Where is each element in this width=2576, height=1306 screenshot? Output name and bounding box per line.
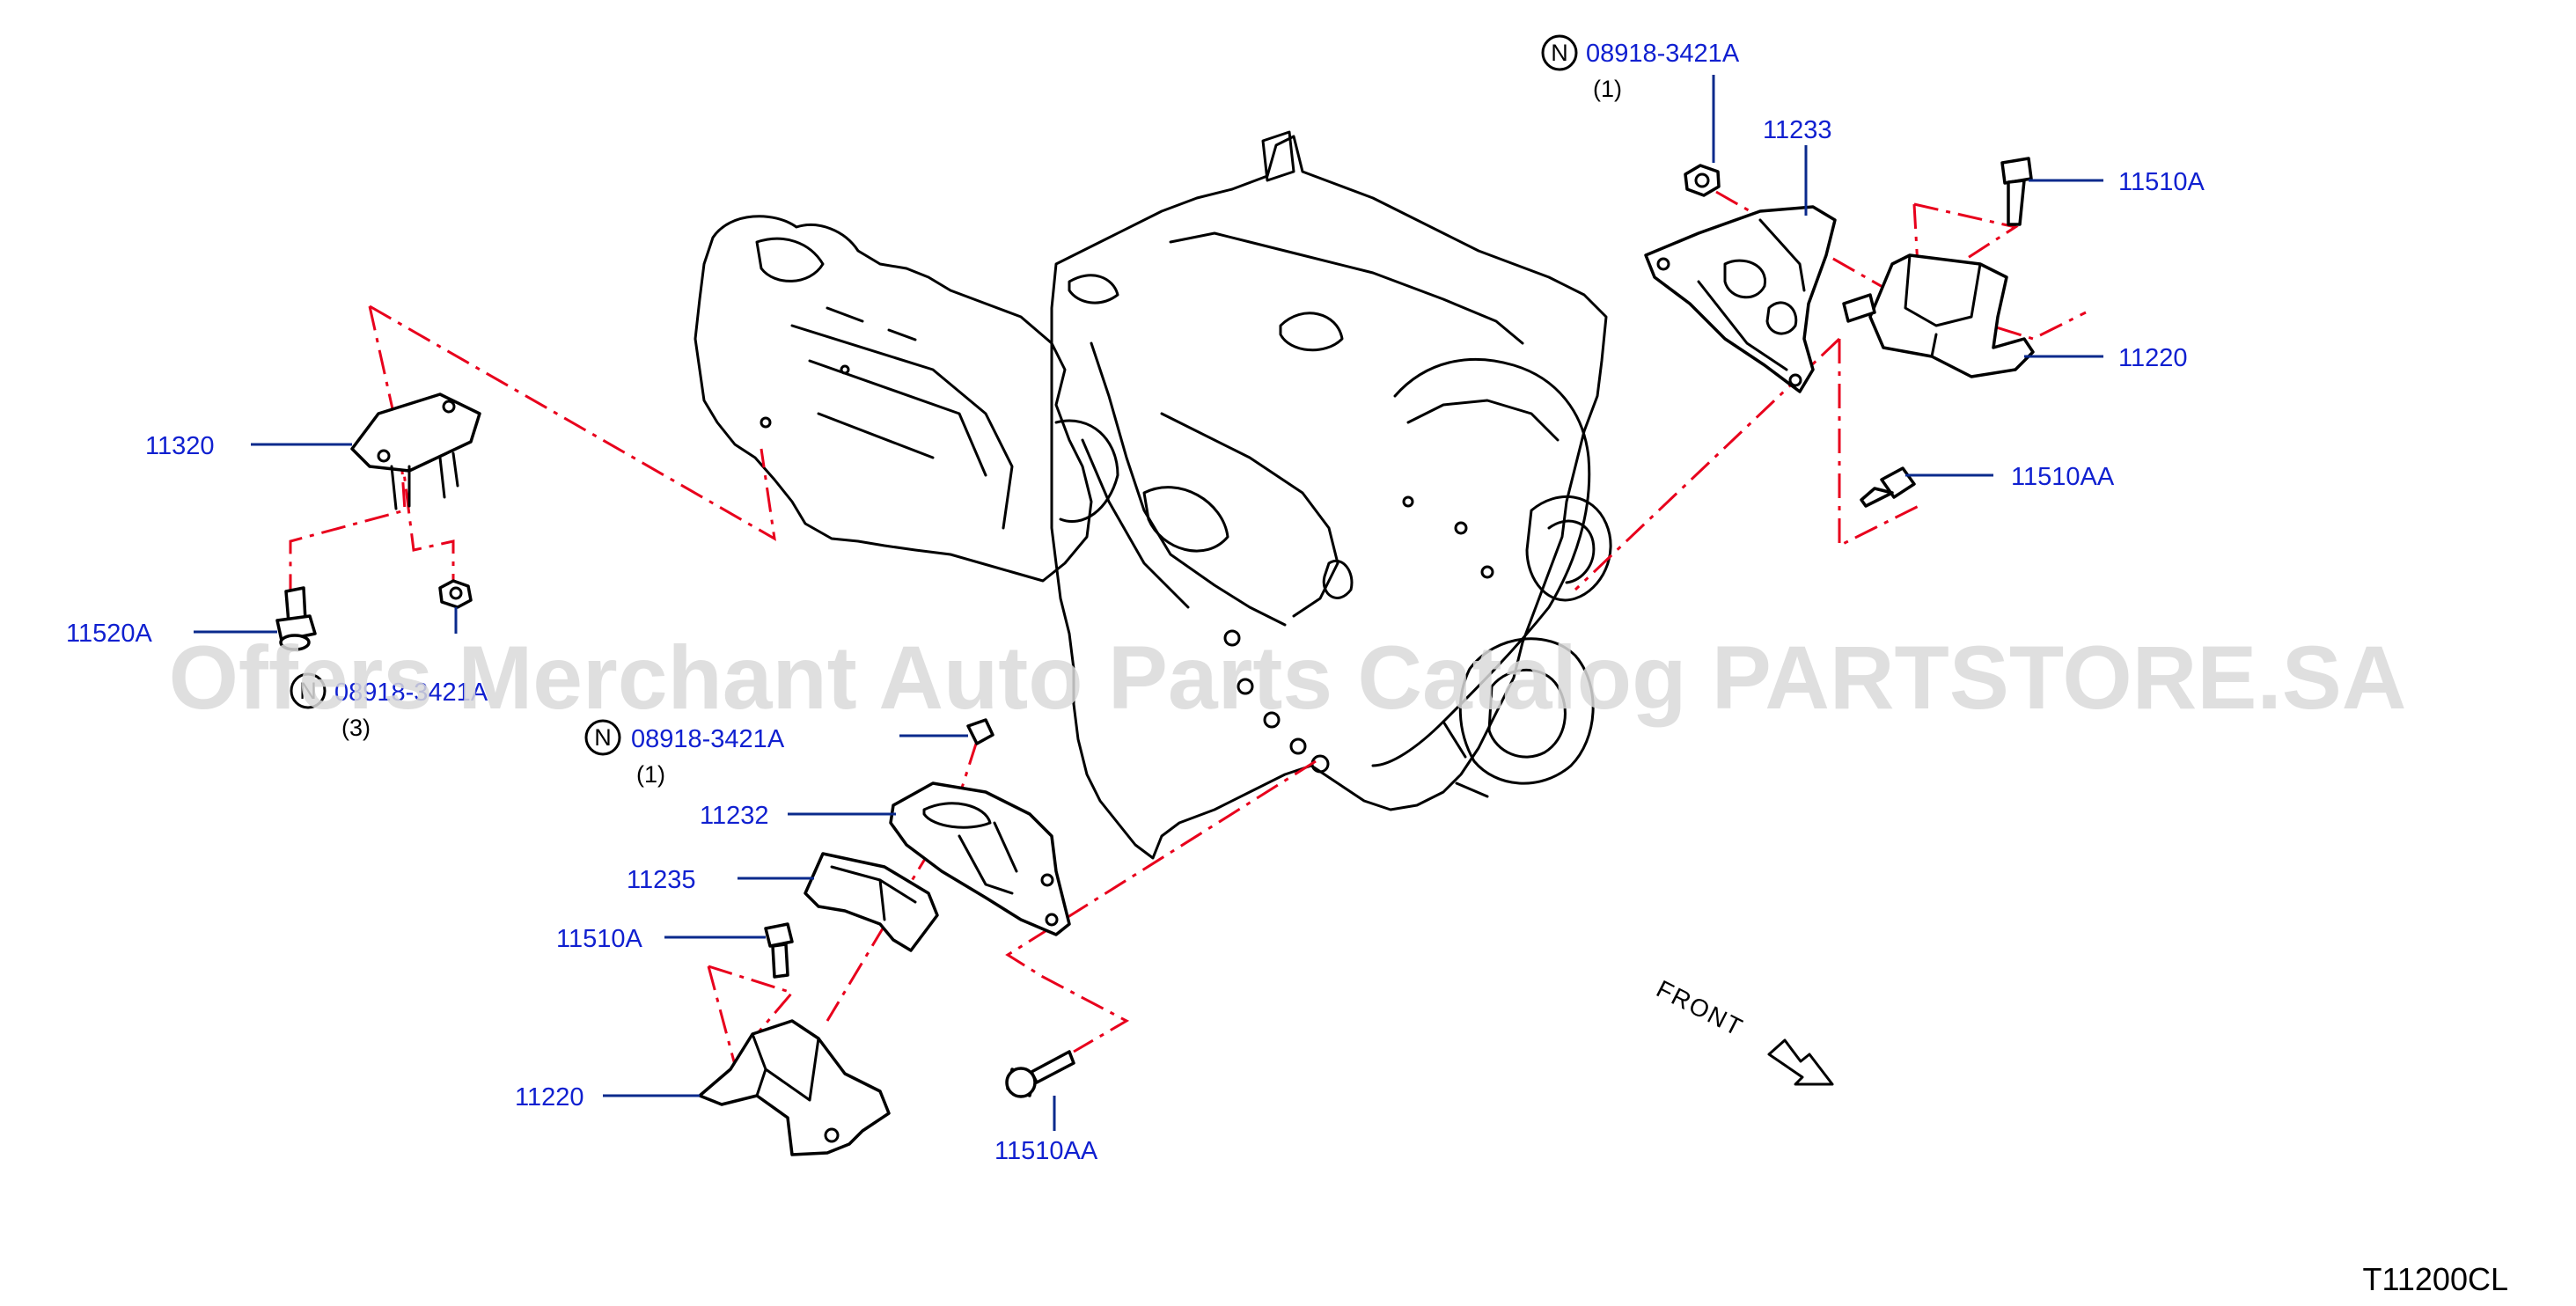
part-11320-bracket[interactable] xyxy=(350,393,481,510)
callout-qty: (1) xyxy=(1593,76,1622,102)
callout-label[interactable]: 11232 xyxy=(700,802,769,830)
callout-label[interactable]: 08918-3421A xyxy=(334,679,488,707)
callout-label[interactable]: 11320 xyxy=(145,432,215,460)
front-indicator: FRONT xyxy=(1652,975,1834,1086)
notice-circle xyxy=(1541,34,1578,71)
diagram-code: T11200CL xyxy=(2363,1261,2508,1297)
callout-label[interactable]: 11510A xyxy=(556,925,642,953)
part-11510a-bolt-upper[interactable] xyxy=(2000,157,2033,226)
callout-label[interactable]: 11510A xyxy=(2118,168,2205,196)
part-11220-mount-lower[interactable] xyxy=(698,1019,891,1156)
notice-symbol: N xyxy=(299,678,317,704)
part-11510a-bolt-lower[interactable] xyxy=(764,922,794,979)
callout-label[interactable]: 08918-3421A xyxy=(631,725,785,753)
front-arrow-icon xyxy=(1767,1038,1834,1086)
part-08918-nut-top[interactable] xyxy=(1684,164,1721,197)
callout-labels: N 08918-3421A (1) 11233 11510A 11220 115… xyxy=(66,34,2205,1165)
callout-label[interactable]: 11220 xyxy=(2118,344,2188,372)
callout-label[interactable]: 08918-3421A xyxy=(1586,40,1740,68)
engine-assembly-outline xyxy=(694,130,1612,860)
part-11235-plate[interactable] xyxy=(804,852,939,952)
notice-symbol: N xyxy=(594,724,612,751)
callout-label[interactable]: 11235 xyxy=(627,866,696,894)
part-08918-nut-left[interactable] xyxy=(438,579,473,609)
notice-circle xyxy=(584,719,621,756)
callout-qty: (1) xyxy=(636,761,665,788)
watermark-text: Offers Merchant Auto Parts Catalog PARTS… xyxy=(169,627,2407,728)
callout-label[interactable]: 11520A xyxy=(66,620,152,648)
callout-label[interactable]: 11220 xyxy=(515,1083,584,1112)
leader-lines xyxy=(194,75,2103,1131)
notice-circle xyxy=(290,672,327,709)
callout-label[interactable]: 11510AA xyxy=(2011,463,2115,491)
callout-qty: (3) xyxy=(341,715,371,741)
callout-label[interactable]: 11510AA xyxy=(994,1137,1098,1165)
part-11233-bracket[interactable] xyxy=(1644,205,1837,393)
notice-symbol: N xyxy=(1551,40,1568,66)
part-11232-bracket[interactable] xyxy=(889,781,1071,936)
part-11510aa-bolt-upper[interactable] xyxy=(1860,466,1916,508)
part-11220-mount-upper[interactable] xyxy=(1842,253,2035,378)
front-label: FRONT xyxy=(1652,975,1748,1042)
part-11510aa-bolt-lower[interactable] xyxy=(1005,1050,1075,1098)
callout-label[interactable]: 11233 xyxy=(1763,116,1832,144)
part-08918-nut-middle[interactable] xyxy=(966,718,994,745)
part-11520a-bolt[interactable] xyxy=(275,586,317,651)
